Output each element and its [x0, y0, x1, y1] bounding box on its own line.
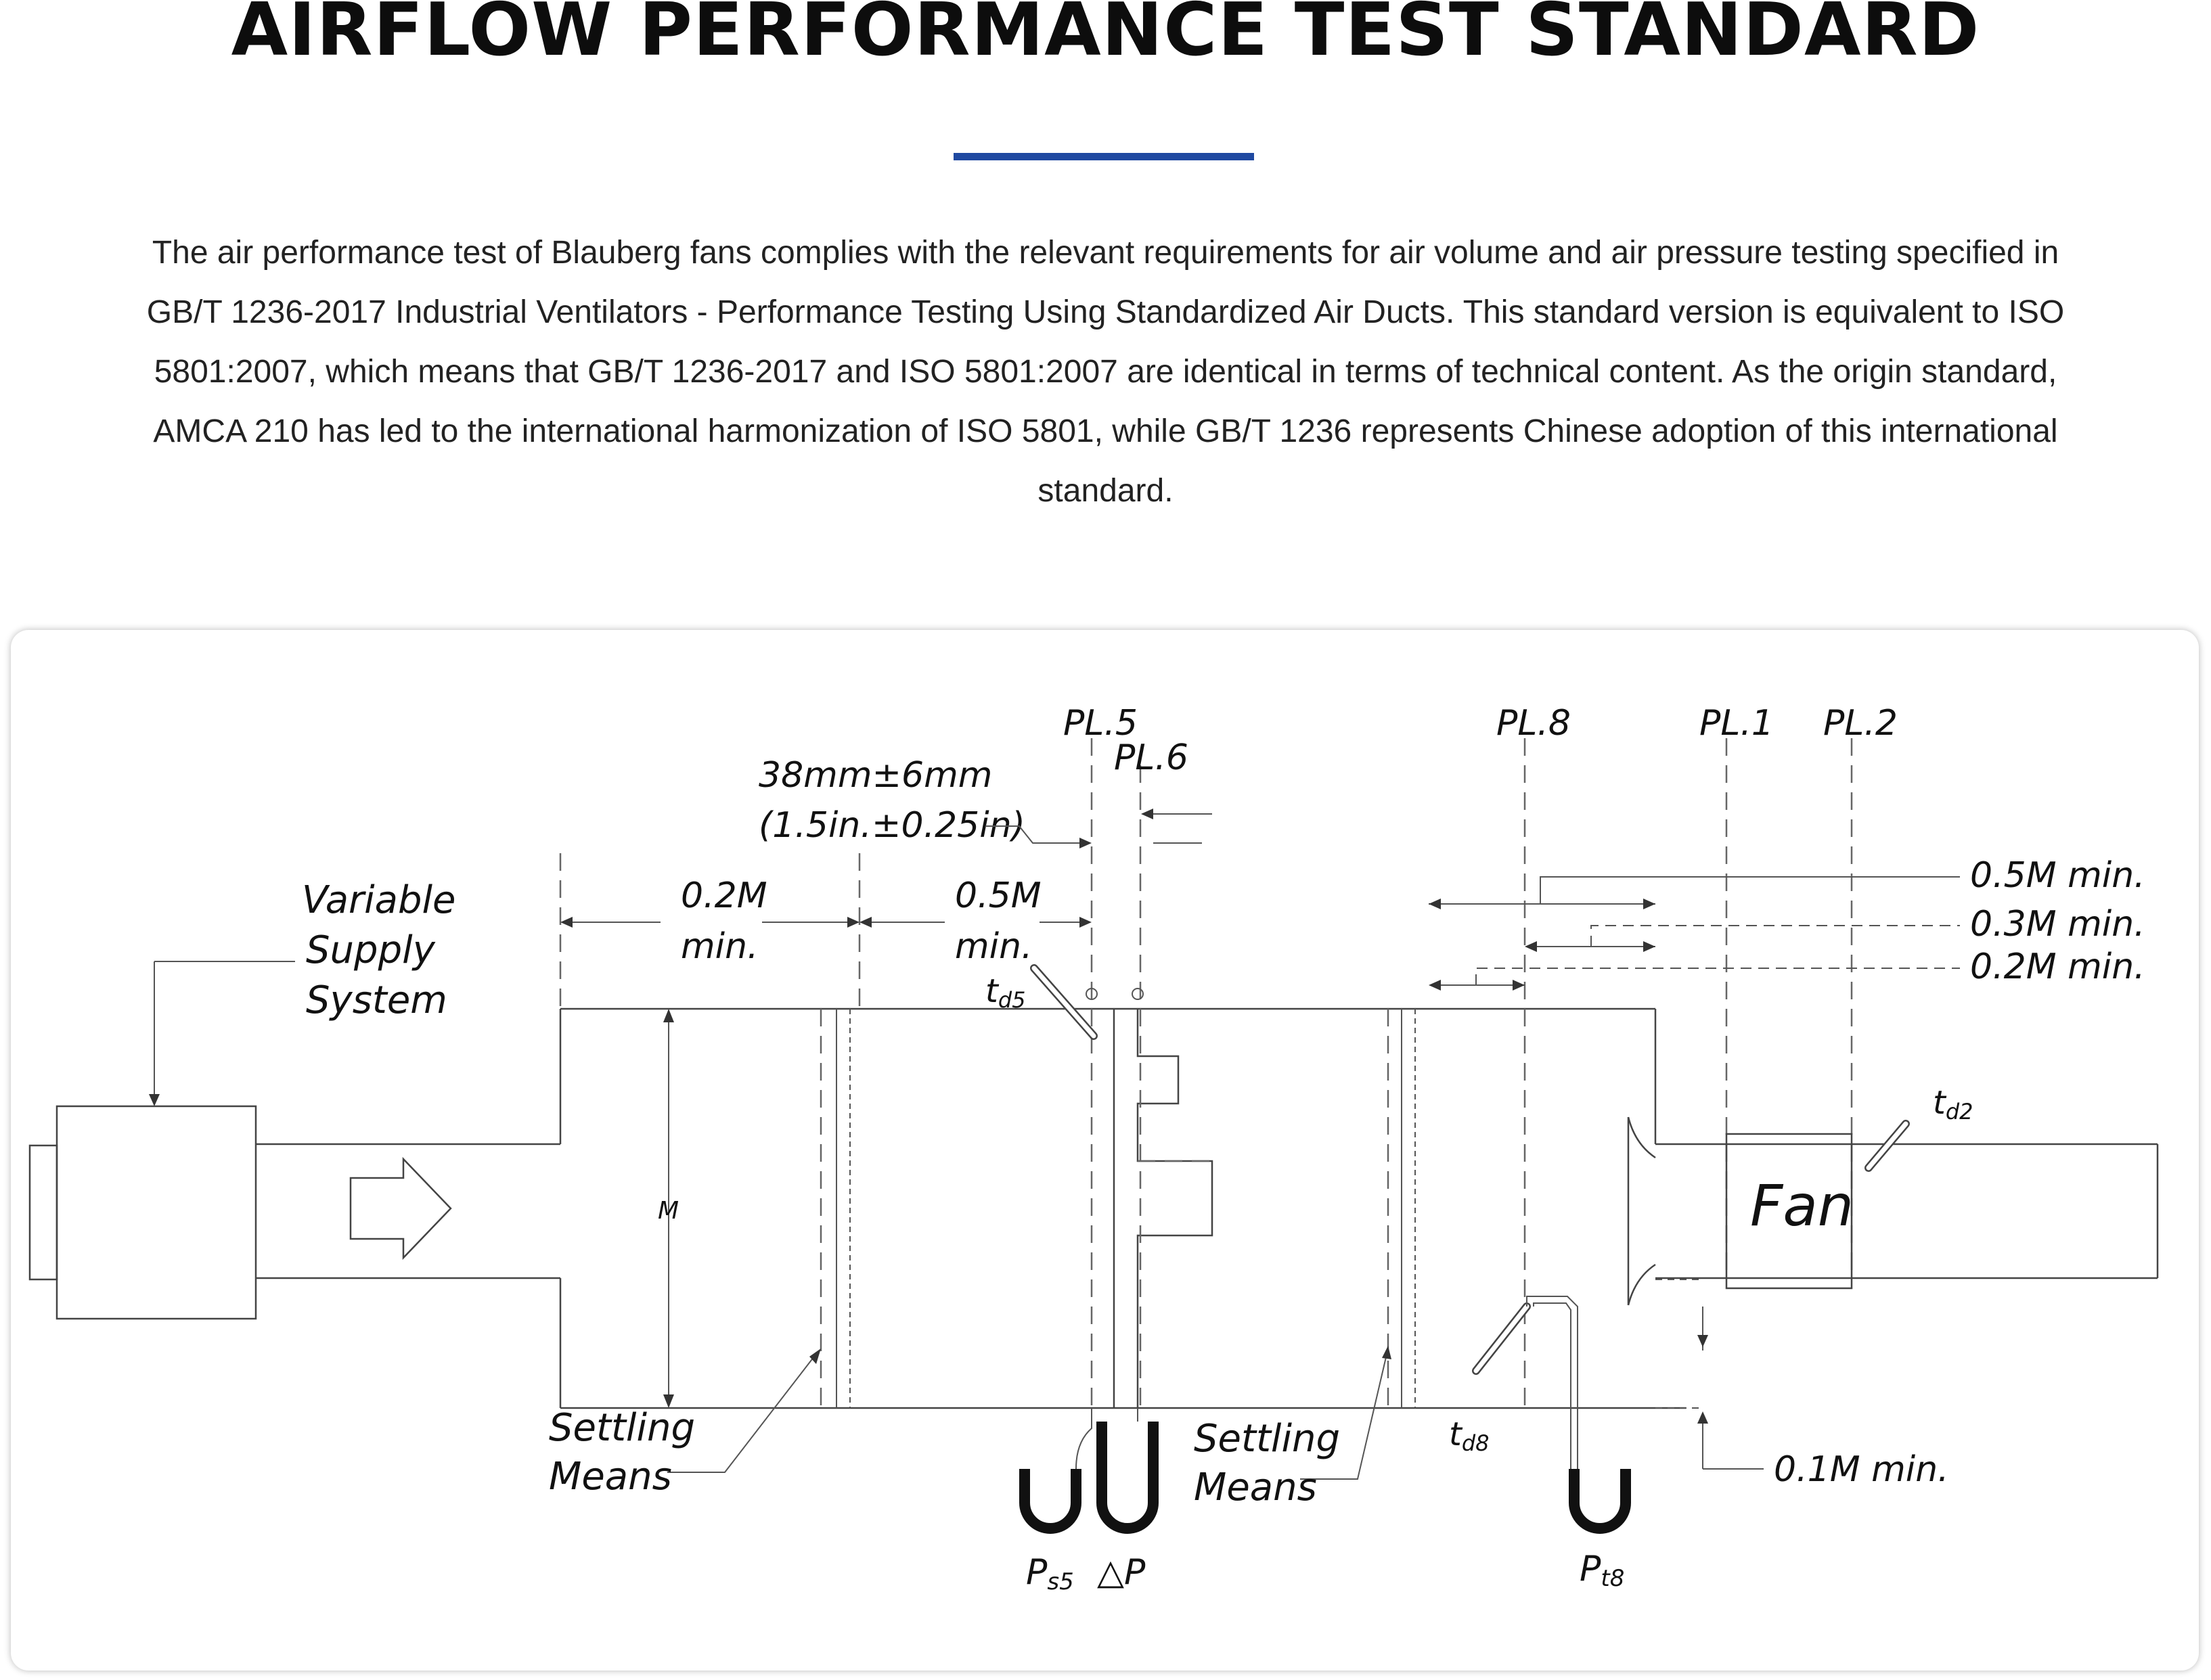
airflow-test-diagram: Variable Supply System	[28, 703, 2159, 1595]
downstream-dimensions	[1429, 876, 1960, 1470]
page-title: AIRFLOW PERFORMANCE TEST STANDARD	[231, 0, 1980, 72]
gap-dimension-arrows	[985, 809, 1212, 848]
test-setup-diagram-card: Variable Supply System	[11, 630, 2199, 1671]
test-chamber	[559, 738, 1853, 1415]
manometers	[1019, 1296, 1631, 1534]
title-accent-rule	[954, 153, 1254, 160]
dim-0.2m-min-label: min.	[681, 926, 759, 967]
dim-0.5m-label: 0.5M	[955, 876, 1042, 916]
duct-height-dimension	[663, 1009, 674, 1408]
settling-means-2-label-2: Means	[1194, 1466, 1317, 1509]
intro-paragraph: The air performance test of Blauberg fan…	[146, 235, 2065, 509]
dim-0.5m-min-right: 0.5M min.	[1970, 855, 2145, 896]
pl5-label: PL.5	[1063, 703, 1138, 744]
dim-0.1m-min-label: 0.1M min.	[1774, 1449, 1949, 1490]
settling-means-1-label-2: Means	[549, 1455, 672, 1499]
dim-0.3m-min-right: 0.3M min.	[1970, 904, 2145, 945]
duct-height-label: M	[658, 1197, 679, 1225]
td8-label: td8	[1449, 1415, 1490, 1456]
dim-0.2m-min-right: 0.2M min.	[1970, 947, 2145, 987]
variable-supply-label-1: Variable	[302, 878, 456, 922]
variable-supply-label-3: System	[306, 978, 447, 1022]
pl2-label: PL.2	[1823, 703, 1898, 744]
fan-label: Fan	[1750, 1173, 1854, 1239]
dim-0.2m-label: 0.2M	[681, 876, 767, 916]
ps5-label: Ps5	[1026, 1552, 1074, 1595]
inlet-duct	[256, 1143, 560, 1279]
settling-means-1-label-1: Settling	[549, 1406, 695, 1450]
pl6-label: PL.6	[1114, 737, 1188, 778]
pt8-label: Pt8	[1580, 1549, 1624, 1592]
pl8-label: PL.8	[1496, 703, 1571, 744]
dim-0.5m-min-label: min.	[955, 926, 1033, 967]
temperature-probes	[1030, 964, 1910, 1375]
fan-assembly	[1627, 1116, 2159, 1409]
pl1-label: PL.1	[1699, 703, 1774, 744]
variable-supply-label-2: Supply	[306, 928, 436, 972]
upstream-dimensions	[560, 917, 1092, 928]
gap-dimension-label-1: 38mm±6mm	[759, 755, 992, 796]
variable-supply-system-box	[28, 961, 295, 1320]
settling-means-leaders	[667, 1346, 1391, 1480]
settling-means-2-label-1: Settling	[1194, 1417, 1340, 1461]
gap-dimension-label-2: (1.5in.±0.25in)	[759, 805, 1025, 846]
delta-p-label: △P	[1097, 1552, 1146, 1593]
td5-label: td5	[985, 972, 1026, 1013]
td2-label: td2	[1933, 1084, 1973, 1125]
